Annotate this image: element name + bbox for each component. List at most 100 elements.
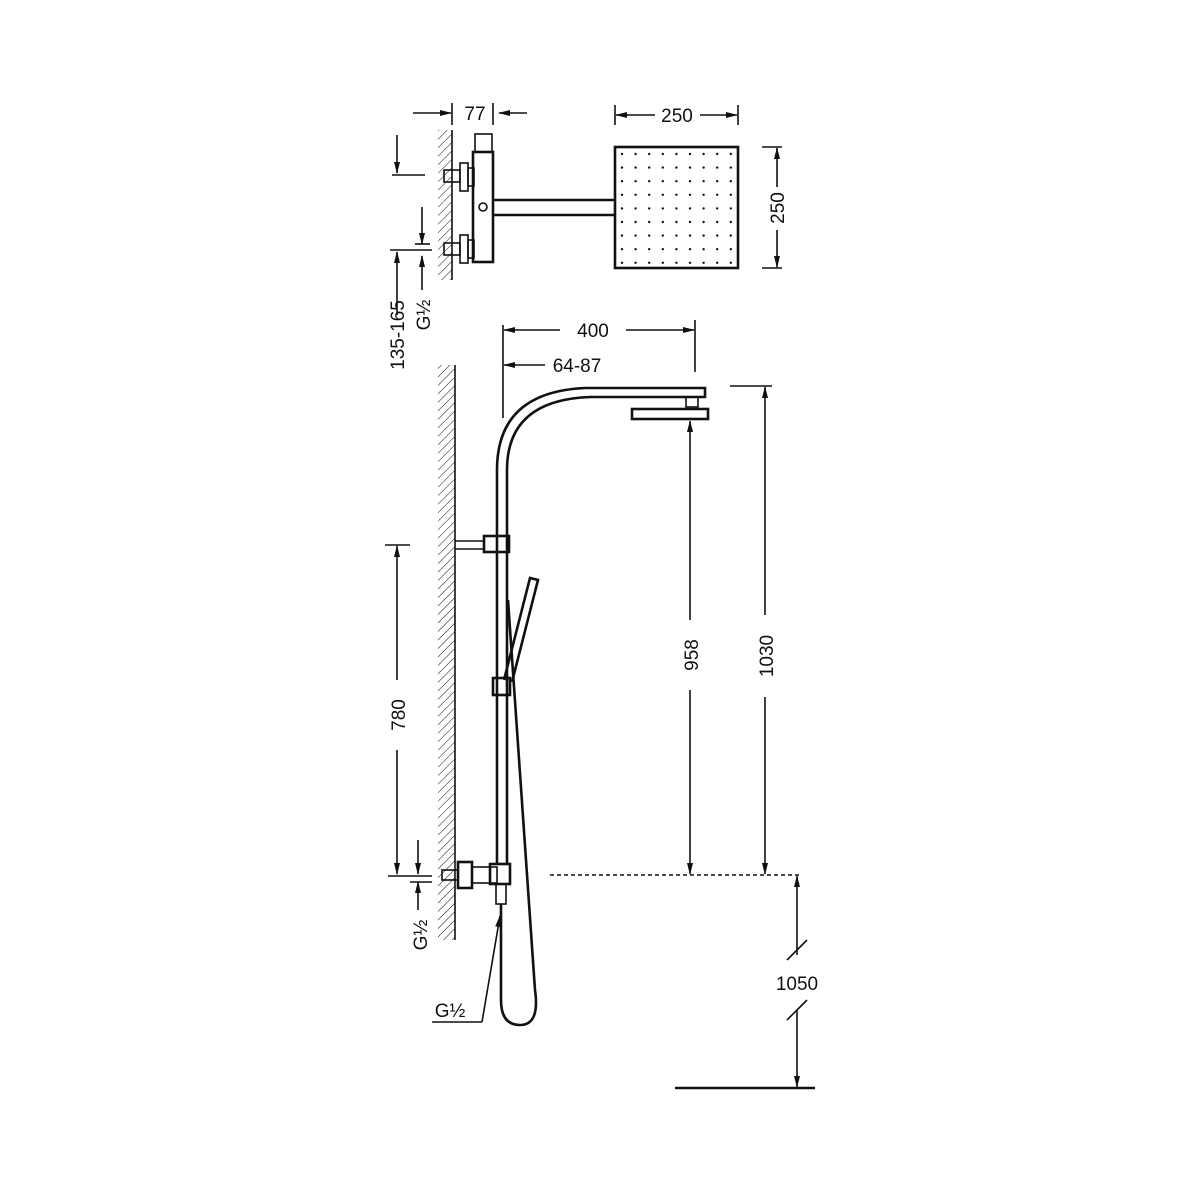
dim-77: 77 [464, 104, 485, 125]
nozzle-dot [729, 166, 732, 169]
nozzle-dot [675, 166, 678, 169]
thread-g-half-hose: G½ [435, 1001, 466, 1022]
dim-250-depth: 250 [768, 192, 789, 224]
nozzle-dot [675, 220, 678, 224]
nozzle-dot [702, 207, 705, 210]
valve-body [471, 150, 495, 264]
elevation-view: 400 64-87 958 1030 780 G½ G½ 1050 [385, 320, 818, 1090]
nozzle-dot [648, 234, 651, 237]
nozzle-dot [729, 220, 732, 224]
nozzle-dot [634, 248, 637, 251]
nozzle-dot [675, 261, 678, 264]
nozzle-dot [716, 220, 719, 224]
slider [491, 676, 512, 697]
nozzle-dot [729, 152, 732, 156]
nozzle-dot [688, 234, 692, 237]
nozzle-dot [729, 234, 732, 237]
valve-connector [456, 860, 474, 890]
nozzle-dot [716, 234, 719, 237]
nozzle-dot [688, 248, 692, 251]
nozzle-dot [729, 180, 732, 183]
nozzle-dot [702, 248, 705, 251]
dim-780: 780 [389, 699, 410, 731]
nozzle-dot [675, 207, 678, 210]
nozzle-dot [620, 261, 624, 264]
nozzle-dot [661, 220, 664, 224]
nozzle-dot [688, 152, 692, 156]
nozzle-dot [620, 193, 624, 196]
nozzle-dot [634, 152, 637, 156]
nozzle-dot [702, 152, 705, 156]
nozzle-dot [716, 261, 719, 264]
nozzle-dot [702, 166, 705, 169]
nozzle-dot [661, 166, 664, 169]
hand-shower [502, 576, 540, 683]
nozzle-dot [661, 207, 664, 210]
nozzle-dot [634, 180, 637, 183]
nozzle-dots [620, 152, 732, 264]
nozzle-dot [716, 193, 719, 196]
wall-hatch [438, 130, 452, 280]
dim-64-87: 64-87 [553, 356, 602, 377]
nozzle-dot [675, 180, 678, 183]
nozzle-dot [661, 234, 664, 237]
nozzle-dot [648, 152, 651, 156]
nozzle-dot [675, 193, 678, 196]
nozzle-dot [716, 180, 719, 183]
nozzle-dot [688, 180, 692, 183]
shower-head-top [613, 145, 740, 270]
nozzle-dot [620, 152, 624, 156]
dim-135-165: 135-165 [388, 300, 409, 370]
nozzle-dot [702, 193, 705, 196]
wall-bracket [482, 534, 511, 554]
nozzle-dot [620, 207, 624, 210]
nozzle-dot [661, 180, 664, 183]
nozzle-dot [648, 193, 651, 196]
nozzle-dot [634, 261, 637, 264]
nozzle-dot [702, 180, 705, 183]
thread-g-half-top: G½ [414, 300, 435, 331]
nozzle-dot [634, 166, 637, 169]
nozzle-dot [648, 248, 651, 251]
nozzle-dot [716, 152, 719, 156]
nozzle-dot [716, 166, 719, 169]
dim-1030: 1030 [757, 635, 778, 677]
nozzle-dot [702, 261, 705, 264]
nozzle-dot [688, 261, 692, 264]
nozzle-dot [648, 207, 651, 210]
nozzle-dot [661, 152, 664, 156]
nozzle-dot [729, 207, 732, 210]
nozzle-dot [716, 248, 719, 251]
nozzle-dot [620, 248, 624, 251]
nozzle-dot [648, 166, 651, 169]
dim-250-width: 250 [661, 106, 693, 127]
nozzle-dot [702, 234, 705, 237]
nozzle-dot [688, 166, 692, 169]
top-view: 77 250 250 135-165 G½ [388, 103, 789, 370]
nozzle-dot [729, 248, 732, 251]
nozzle-dot [634, 207, 637, 210]
nozzle-dot [634, 220, 637, 224]
wall-hatch [438, 365, 455, 940]
nozzle-dot [634, 234, 637, 237]
nozzle-dot [620, 180, 624, 183]
nozzle-dot [675, 152, 678, 156]
nozzle-dot [688, 193, 692, 196]
nozzle-dot [688, 220, 692, 224]
nozzle-dot [729, 193, 732, 196]
shower-riser [495, 386, 707, 865]
nozzle-dot [661, 261, 664, 264]
nozzle-dot [702, 220, 705, 224]
nozzle-dot [688, 207, 692, 210]
dim-1050: 1050 [776, 974, 818, 995]
nozzle-dot [620, 166, 624, 169]
nozzle-dot [648, 220, 651, 224]
dim-958: 958 [682, 639, 703, 671]
nozzle-dot [661, 248, 664, 251]
shower-hose [499, 599, 538, 1027]
thread-g-half-valve: G½ [411, 920, 432, 951]
nozzle-dot [620, 220, 624, 224]
nozzle-dot [634, 193, 637, 196]
